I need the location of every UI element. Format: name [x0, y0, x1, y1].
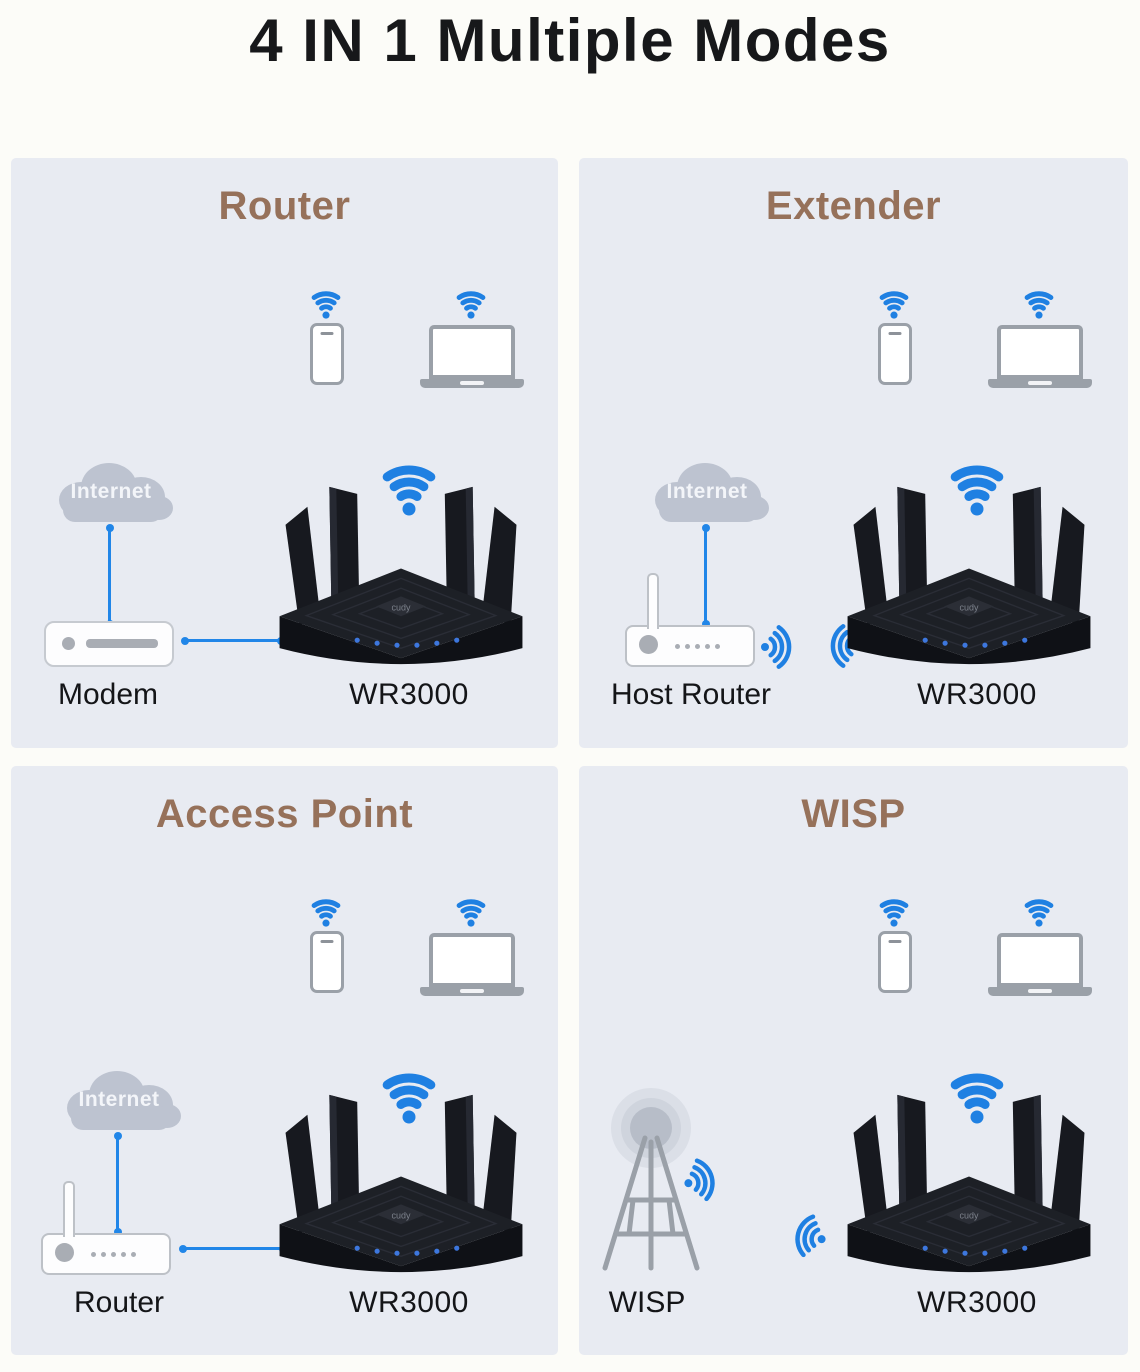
internet-cloud-icon: Internet [47, 456, 175, 528]
wr3000-router-image [273, 1069, 529, 1288]
laptop-notch [460, 989, 484, 993]
modem-led [62, 637, 75, 650]
smartphone-icon [878, 323, 912, 385]
laptop-base [988, 379, 1092, 388]
laptop-screen [997, 325, 1083, 379]
panel-router-title: Router [218, 184, 351, 228]
panel-extender-title: Extender [765, 184, 942, 228]
internet-cloud-label: Internet [70, 480, 152, 503]
page-title: 4 IN 1 Multiple Modes [249, 7, 891, 74]
connector-dot [105, 524, 114, 532]
host-router-led [639, 635, 658, 654]
laptop-icon [988, 933, 1092, 996]
host-router-icon [625, 573, 755, 667]
modem-icon [44, 621, 174, 667]
router-dots [91, 1252, 136, 1257]
wifi-icon [448, 285, 494, 320]
router-antenna [63, 1181, 75, 1237]
panel-wisp: WISP WISP WR3000 [579, 766, 1128, 1355]
phone-speaker-bar [320, 940, 334, 943]
host-router-dots [675, 644, 720, 649]
internet-cloud-label: Internet [666, 480, 748, 503]
connection-line-vertical [113, 1132, 122, 1236]
phone-speaker-bar [320, 332, 334, 335]
wifi-icon [1016, 285, 1062, 320]
wireless-signal-out-icon [760, 625, 796, 669]
smartphone-icon [310, 323, 344, 385]
internet-cloud-icon: Internet [55, 1064, 183, 1136]
laptop-notch [1028, 989, 1052, 993]
wr3000-router-image [841, 461, 1097, 680]
wr3000-label: WR3000 [349, 1286, 469, 1319]
router-led [55, 1243, 74, 1262]
connector-dot [181, 636, 189, 645]
source-device-label: Modem [57, 678, 159, 711]
laptop-base [420, 987, 524, 996]
wr3000-label: WR3000 [917, 1286, 1037, 1319]
connection-line-horizontal [181, 636, 285, 645]
wr3000-router-image [273, 461, 529, 680]
panel-wisp-title: WISP [801, 792, 906, 836]
smartphone-icon [310, 931, 344, 993]
laptop-base [988, 987, 1092, 996]
panel-access-point-title: Access Point [155, 792, 414, 836]
connection-line-horizontal [179, 1244, 287, 1253]
internet-cloud-icon: Internet [643, 456, 771, 528]
connector-dot [113, 1132, 122, 1140]
connector-dot [179, 1244, 187, 1253]
wr3000-label: WR3000 [917, 678, 1037, 711]
connector-dot [701, 524, 710, 532]
wireless-signal-in-icon [786, 1210, 832, 1261]
laptop-icon [988, 325, 1092, 388]
phone-speaker-bar [888, 940, 902, 943]
laptop-screen [429, 933, 515, 987]
laptop-screen [997, 933, 1083, 987]
laptop-icon [420, 325, 524, 388]
laptop-base [420, 379, 524, 388]
wifi-icon [448, 893, 494, 928]
smartphone-icon [878, 931, 912, 993]
internet-cloud-label: Internet [78, 1088, 160, 1111]
modem-bar [86, 639, 158, 648]
connection-line-vertical [701, 524, 710, 628]
wifi-icon [1016, 893, 1062, 928]
wifi-icon [871, 893, 917, 928]
host-router-antenna [647, 573, 659, 629]
wifi-icon [303, 893, 349, 928]
connection-line-vertical [105, 524, 114, 628]
connector-dot [113, 1228, 122, 1236]
wr3000-router-image [841, 1069, 1097, 1288]
wifi-icon [871, 285, 917, 320]
source-device-label: Router [73, 1286, 165, 1319]
wifi-icon [303, 285, 349, 320]
panel-extender: Extender Internet Host R [579, 158, 1128, 748]
wr3000-label: WR3000 [349, 678, 469, 711]
router-icon [41, 1181, 171, 1275]
laptop-notch [460, 381, 484, 385]
source-device-label: Host Router [610, 678, 772, 711]
panel-router: Router Internet M [11, 158, 558, 748]
connector-dot [701, 620, 710, 628]
laptop-icon [420, 933, 524, 996]
laptop-screen [429, 325, 515, 379]
panel-access-point: Access Point Internet [11, 766, 558, 1355]
laptop-notch [1028, 381, 1052, 385]
phone-speaker-bar [888, 332, 902, 335]
source-device-label: WISP [608, 1286, 686, 1319]
